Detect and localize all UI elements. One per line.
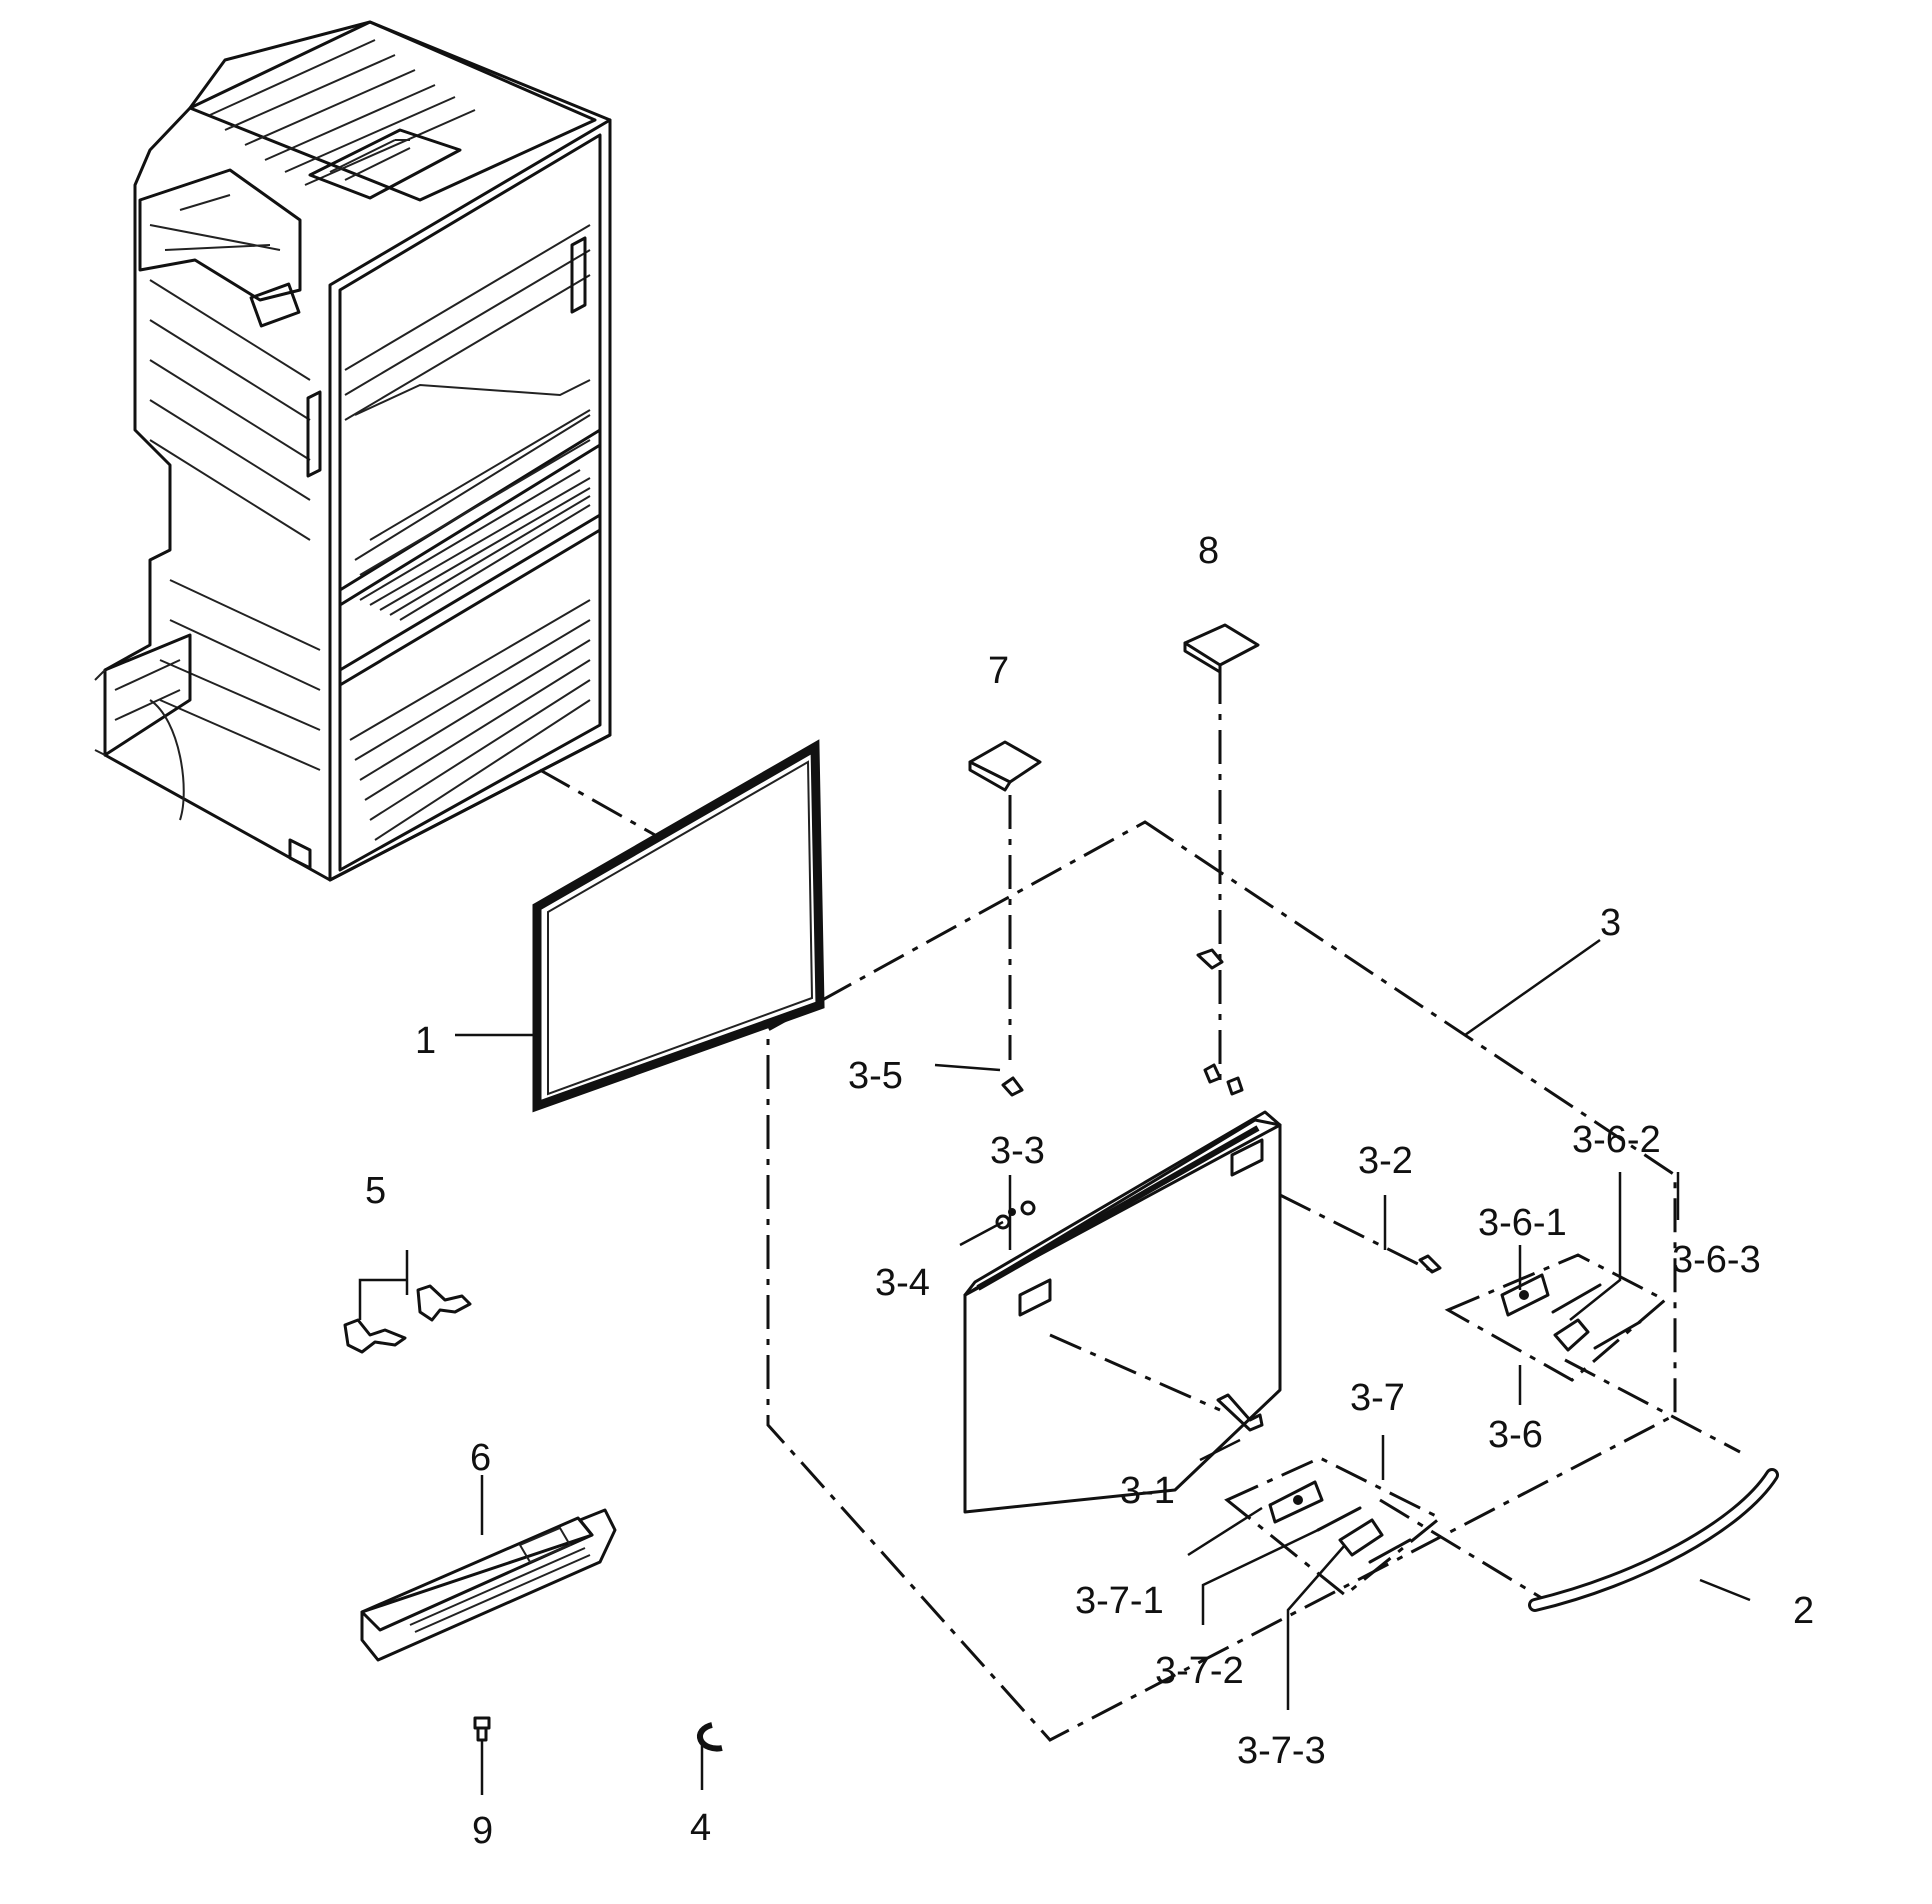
refrigerator-cabinet: [94, 20, 612, 882]
callout-4: 4: [690, 1807, 711, 1849]
cover-part-7: [968, 740, 1042, 1060]
assembly-line-gasket: [539, 768, 656, 837]
screw-part-9: [473, 1716, 491, 1795]
callout-3-6-2: 3-6-2: [1572, 1119, 1661, 1161]
callout-3-4: 3-4: [875, 1262, 930, 1304]
callout-labels: 1 2 3 3-1 3-2 3-3 3-4 3-5 3-6 3-6-1 3-6-…: [365, 530, 1814, 1852]
drawer-handle-part-6: [360, 1475, 617, 1662]
callout-2: 2: [1793, 1590, 1814, 1632]
callout-3-1: 3-1: [1120, 1470, 1175, 1512]
retaining-ring-part-4: [697, 1722, 723, 1790]
callout-3-7-1: 3-7-1: [1075, 1580, 1164, 1622]
callout-5: 5: [365, 1170, 386, 1212]
door-gasket-part-1: [532, 739, 825, 1113]
cover-part-8: [1183, 623, 1260, 1090]
screw-3-2: [1418, 1254, 1442, 1274]
callout-3-6: 3-6: [1488, 1414, 1543, 1456]
callout-7: 7: [988, 650, 1009, 692]
right-rail-group-3-6: [1444, 1253, 1668, 1382]
freezer-door-assembly-outline: [766, 820, 1677, 1742]
leader-lines: [455, 938, 1751, 1710]
callout-3-3: 3-3: [990, 1130, 1045, 1172]
door-trim-part-2: [1528, 1468, 1779, 1612]
callout-3-7-3: 3-7-3: [1237, 1730, 1326, 1772]
callout-3-7: 3-7: [1350, 1377, 1405, 1419]
callout-6: 6: [470, 1437, 491, 1479]
callout-3: 3: [1600, 902, 1621, 944]
hinge-clips-part-5: [343, 1250, 472, 1354]
callout-3-6-3: 3-6-3: [1672, 1239, 1761, 1281]
hinge-pin-upper: [1196, 948, 1244, 1096]
callout-3-2: 3-2: [1358, 1140, 1413, 1182]
callout-3-7-2: 3-7-2: [1155, 1650, 1244, 1692]
callout-3-5: 3-5: [848, 1055, 903, 1097]
callout-1: 1: [415, 1020, 436, 1062]
callout-8: 8: [1198, 530, 1219, 572]
screw-3-1: [1216, 1393, 1264, 1432]
freezer-door-panel: [963, 1076, 1282, 1514]
assembly-line-right-rail: [1279, 1193, 1741, 1454]
callout-9: 9: [472, 1810, 493, 1852]
assembly-line-left-rail: [1049, 1333, 1546, 1602]
callout-3-6-1: 3-6-1: [1478, 1202, 1567, 1244]
left-rail-group-3-7: [1224, 1456, 1443, 1597]
